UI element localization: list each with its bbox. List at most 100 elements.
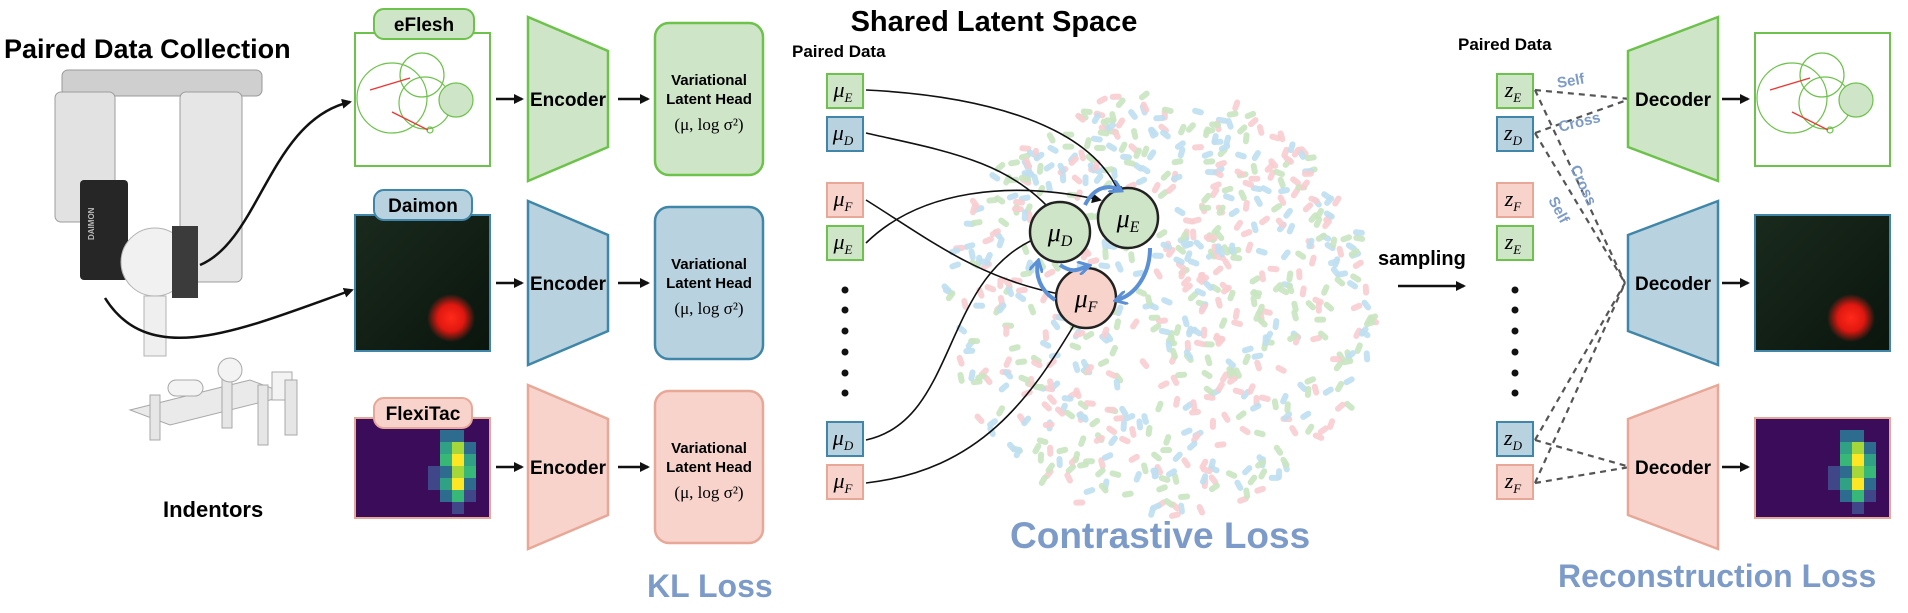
latent-point <box>1225 470 1238 479</box>
latent-point <box>1151 181 1161 194</box>
latent-point <box>1310 334 1323 343</box>
latent-circle-label-subscript: F <box>1087 299 1098 316</box>
latent-point <box>957 371 965 384</box>
vertical-ellipsis-left <box>841 286 849 397</box>
decoder-label: Decoder <box>1635 90 1712 111</box>
latent-point <box>1031 173 1040 186</box>
latent-circle <box>1096 186 1160 250</box>
latent-point <box>1131 128 1139 140</box>
vertical-ellipsis-right <box>1511 286 1519 397</box>
latent-point <box>1078 435 1087 447</box>
latent-point <box>1334 276 1346 287</box>
latent-point <box>1221 411 1231 423</box>
latent-point <box>996 302 1007 314</box>
self-label: Self <box>1556 70 1587 92</box>
latent-point <box>1311 383 1320 396</box>
latent-point <box>1192 107 1204 116</box>
latent-point <box>1091 112 1101 125</box>
latent-point <box>1201 369 1213 379</box>
mu-to-latent-link <box>865 232 1047 441</box>
mu-box-label: μD <box>832 120 854 148</box>
latent-point <box>1248 117 1259 128</box>
latent-point <box>1072 451 1081 463</box>
heatmap-cell <box>1840 466 1852 478</box>
mu-box-label-subscript: E <box>844 242 853 257</box>
latent-point <box>1185 122 1196 133</box>
latent-point <box>1096 95 1108 105</box>
latent-point <box>1255 247 1268 256</box>
latent-point <box>1156 317 1168 325</box>
latent-point <box>1189 216 1202 225</box>
latent-point <box>1109 93 1122 100</box>
head-label-line2: Latent Head <box>666 459 752 476</box>
latent-point <box>1254 359 1263 372</box>
latent-point <box>1023 157 1032 170</box>
latent-point <box>1163 434 1172 446</box>
latent-point <box>1037 451 1045 464</box>
z-to-decoder-dashed-link <box>1534 88 1631 101</box>
z-box-label-subscript: F <box>1512 199 1522 214</box>
heatmap-cell <box>464 478 476 490</box>
latent-point <box>1361 299 1372 311</box>
latent-point <box>1278 187 1290 195</box>
heatmap-cell <box>440 454 452 466</box>
latent-point <box>1172 451 1183 462</box>
latent-point <box>1168 511 1181 519</box>
latent-point <box>1304 376 1317 385</box>
contrastive-cycle-arrow <box>1058 265 1088 270</box>
latent-point <box>1269 133 1282 142</box>
latent-point <box>1020 270 1033 278</box>
latent-point <box>1115 117 1126 129</box>
latent-point <box>1041 401 1052 412</box>
latent-point <box>1075 112 1086 123</box>
encoder-label: Encoder <box>530 458 607 479</box>
latent-point <box>1235 151 1247 160</box>
latent-point <box>1215 296 1223 309</box>
latent-point <box>1304 385 1312 398</box>
mu-box-label: μD <box>832 425 854 453</box>
latent-point <box>1139 358 1150 370</box>
z-box-label-base: z <box>1503 120 1513 145</box>
latent-point <box>1105 122 1117 132</box>
latent-point <box>1115 261 1124 273</box>
z-box-label-subscript: D <box>1512 438 1523 453</box>
latent-point <box>1315 232 1327 242</box>
latent-point <box>1002 369 1014 380</box>
latent-point <box>1330 236 1338 249</box>
latent-point <box>1199 204 1212 211</box>
latent-point <box>1344 400 1355 411</box>
mu-box <box>826 182 864 218</box>
latent-point <box>1229 242 1236 255</box>
heatmap-cell <box>452 490 464 502</box>
latent-point <box>1238 189 1247 202</box>
z-box-label-base: z <box>1504 77 1514 102</box>
latent-point <box>1304 154 1317 162</box>
latent-point <box>1354 342 1363 354</box>
latent-point <box>1038 474 1048 486</box>
mu-box-label-subscript: E <box>844 90 853 105</box>
decoder-row-0: Decoder <box>1626 15 1750 183</box>
latent-point <box>1093 173 1104 184</box>
decoder-trapezoid <box>1626 15 1720 183</box>
latent-point <box>1161 106 1174 114</box>
latent-point <box>1199 458 1209 470</box>
latent-point <box>1233 219 1244 231</box>
latent-point <box>1323 301 1335 312</box>
latent-point <box>1044 268 1056 278</box>
head-formula: (μ, log σ²) <box>674 115 743 134</box>
heatmap-cell <box>1840 430 1852 442</box>
latent-point <box>1051 260 1061 272</box>
heatmap-cell <box>1864 478 1876 490</box>
latent-point <box>974 413 985 425</box>
latent-point <box>1160 170 1171 181</box>
z-to-decoder-dashed-link <box>1534 97 1631 135</box>
latent-point <box>996 405 1006 417</box>
mu-box-label: μF <box>833 186 854 214</box>
latent-point <box>1032 383 1045 391</box>
latent-point <box>1330 356 1343 363</box>
encoder-trapezoid <box>526 15 610 183</box>
latent-point <box>1258 394 1271 402</box>
latent-point <box>1073 330 1086 338</box>
latent-point <box>1073 387 1082 400</box>
